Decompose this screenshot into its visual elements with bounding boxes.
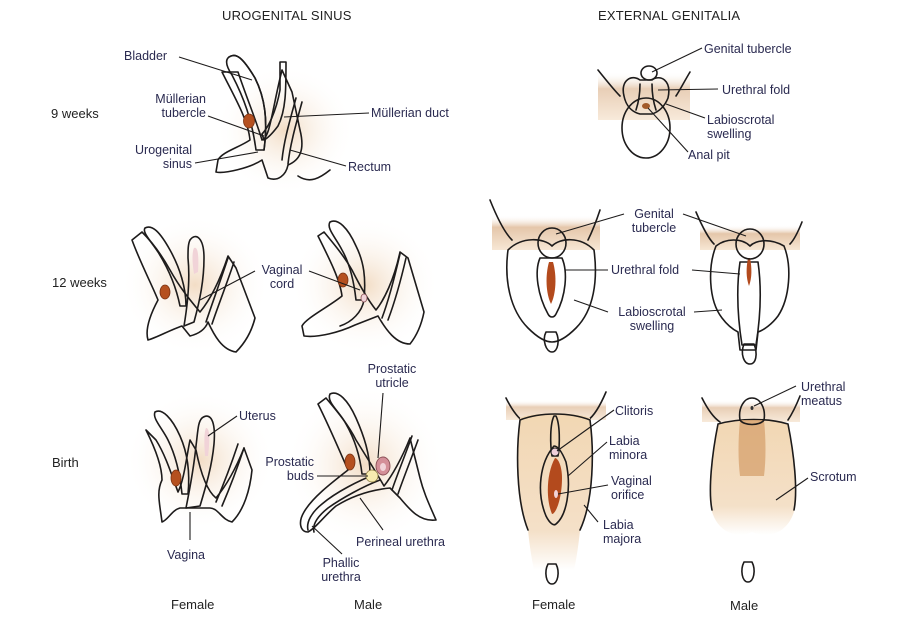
label-labioscrotal-swelling-12w: Labioscrotal swelling (618, 305, 686, 333)
label-labia-minora: Labia minora (609, 434, 648, 462)
leader-lines (178, 47, 809, 555)
footer-external-female: Female (532, 597, 576, 612)
label-bladder: Bladder (124, 49, 168, 63)
sagittal-9-weeks (215, 54, 355, 195)
label-rectum: Rectum (348, 160, 392, 174)
row-label-12-weeks: 12 weeks (52, 275, 107, 290)
external-9-weeks (597, 65, 691, 159)
external-birth-female (505, 391, 607, 585)
external-12-weeks-female (489, 199, 601, 353)
row-label-9-weeks: 9 weeks (51, 106, 99, 121)
label-genital-tubercle-9w: Genital tubercle (704, 42, 792, 56)
label-mullerian-tubercle: Müllerian tubercle (155, 92, 206, 120)
label-genital-tubercle-12w: Genital tubercle (631, 207, 677, 235)
external-birth-male (701, 395, 801, 583)
external-12-weeks-male (695, 211, 803, 365)
urogenital-sinus-header: UROGENITAL SINUS (222, 8, 352, 23)
label-vagina: Vagina (167, 548, 205, 562)
label-prostatic-utricle: Prostatic utricle (367, 362, 417, 390)
label-vaginal-orifice: Vaginal orifice (611, 474, 652, 502)
label-prostatic-buds: Prostatic buds (265, 455, 314, 483)
label-mullerian-duct: Müllerian duct (371, 106, 449, 120)
label-anal-pit: Anal pit (688, 148, 730, 162)
sagittal-12-weeks-male (290, 215, 440, 355)
label-urethral-meatus: Urethral meatus (801, 380, 846, 408)
sagittal-12-weeks-female (120, 215, 270, 355)
label-phallic-urethra: Phallic urethra (321, 556, 361, 584)
label-urogenital-sinus: Urogenital sinus (135, 143, 192, 171)
label-perineal-urethra: Perineal urethra (356, 535, 445, 549)
footer-sinus-female: Female (171, 597, 215, 612)
label-labia-majora: Labia majora (603, 518, 642, 546)
external-genitalia-header: EXTERNAL GENITALIA (598, 8, 741, 23)
label-uterus: Uterus (239, 409, 276, 423)
label-vaginal-cord: Vaginal cord (261, 263, 303, 291)
sagittal-birth-female (125, 390, 275, 530)
row-label-birth: Birth (52, 455, 79, 470)
label-labioscrotal-swelling-9w: Labioscrotal swelling (707, 113, 775, 141)
label-clitoris: Clitoris (615, 404, 654, 418)
label-scrotum: Scrotum (810, 470, 857, 484)
sagittal-birth-male (285, 385, 445, 545)
label-urethral-fold-12w: Urethral fold (611, 263, 680, 277)
footer-sinus-male: Male (354, 597, 383, 612)
footer-external-male: Male (730, 598, 759, 613)
label-urethral-fold-9w: Urethral fold (722, 83, 791, 97)
